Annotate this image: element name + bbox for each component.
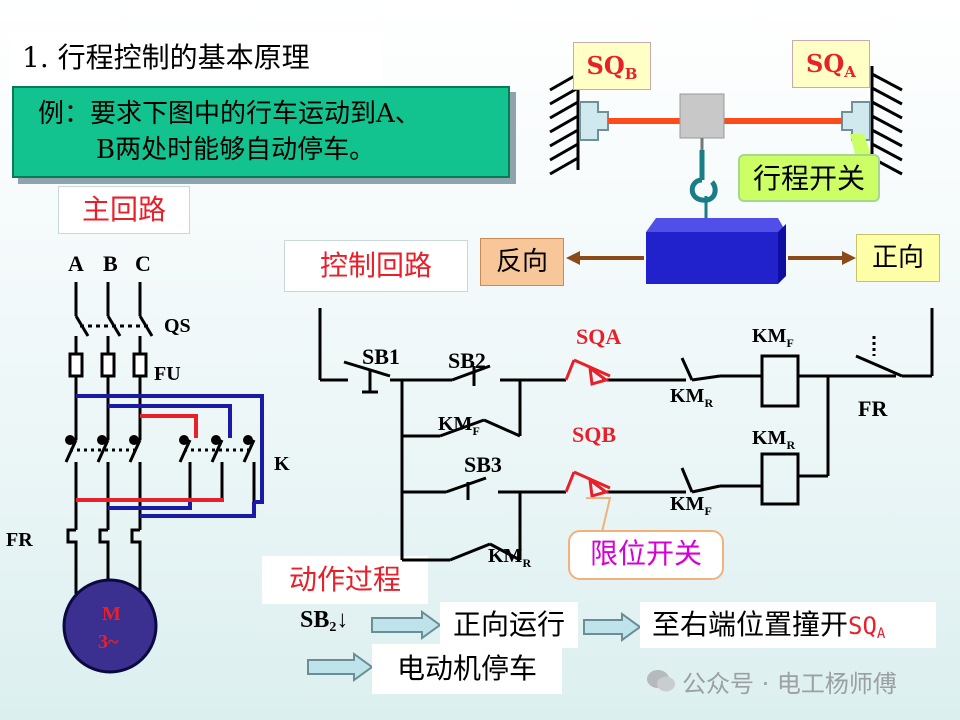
action-process-label: 动作过程: [262, 556, 428, 604]
control-loop-label: 控制回路: [284, 240, 468, 292]
km-r-nc-text: KM: [670, 385, 705, 407]
trolley: [679, 93, 725, 139]
forward-run-step: 正向运行: [440, 602, 578, 648]
km-r-hold-label: KMR: [488, 545, 531, 570]
limit-switch-label: 行程开关: [738, 154, 880, 202]
sqb-contact: [564, 470, 611, 498]
example-box: 例：要求下图中的行车运动到A、 B两处时能够自动停车。: [12, 86, 510, 178]
sqa-main: SQ: [806, 49, 845, 78]
km-r-hold-text: KM: [488, 545, 523, 567]
qs-label: QS: [164, 315, 191, 337]
hook-icon: [689, 150, 718, 203]
cart-side: [778, 224, 786, 284]
example-line-2: B两处时能够自动停车。: [96, 135, 376, 165]
limit-callout-line: [586, 497, 612, 533]
km-r-hold-sub: R: [522, 556, 531, 570]
forward-label: 正向: [856, 234, 940, 282]
km-r-nc-sub: R: [704, 396, 713, 410]
phase-c-label: C: [135, 251, 151, 276]
km-f-hold-text: KM: [438, 413, 473, 435]
process-arrow-1: [371, 610, 442, 640]
km-f-nc-sub: F: [704, 504, 711, 518]
km-f-coil-label: KMF: [752, 325, 794, 350]
limit-switch-box: 限位开关: [568, 530, 724, 580]
fr-elements: [66, 528, 142, 552]
to-right-step: 至右端位置撞开SQA: [640, 602, 936, 648]
km-f-hold-sub: F: [472, 424, 479, 438]
control-wires: [318, 308, 934, 562]
phase-a-label: A: [68, 251, 84, 276]
sqb-switch-shape: [579, 101, 609, 141]
fr-ctrl-label: FR: [858, 396, 888, 421]
reversing-wires: [76, 394, 264, 518]
process-arrow-3: [307, 652, 374, 682]
sqa-contact: [564, 358, 611, 386]
reverse-label: 反向: [480, 238, 564, 286]
sqa-sub: A: [844, 63, 856, 81]
km-f-nc-label: KMF: [670, 493, 712, 518]
fr-main-label: FR: [6, 529, 33, 551]
sqb-label: SQB: [573, 42, 651, 90]
km-f-hold-label: KMF: [438, 413, 480, 438]
km-r-main-label: KMR: [274, 453, 290, 477]
sb2-label: SB2: [448, 348, 486, 373]
phase-b-label: B: [103, 251, 118, 276]
sqa-label: SQA: [792, 40, 870, 88]
sb2-step-sub: 2: [329, 620, 337, 635]
cart-body: [646, 232, 778, 284]
reverse-arrow: [566, 251, 644, 265]
wechat-icon: [647, 670, 675, 692]
sqb-main: SQ: [586, 51, 625, 80]
watermark-text: 公众号 · 电工杨师傅: [682, 670, 897, 698]
main-wires: [64, 282, 256, 594]
km-f-nc-text: KM: [670, 493, 705, 515]
page-title: 1. 行程控制的基本原理: [10, 34, 382, 82]
motor-m-label: M: [102, 603, 121, 625]
example-line-1: 例：要求下图中的行车运动到A、: [38, 99, 421, 129]
fu-label: FU: [154, 363, 181, 385]
fuses: [68, 352, 148, 378]
to-right-text: 至右端位置撞开: [652, 608, 849, 641]
km-f-coil-sub: F: [786, 336, 793, 350]
to-right-sqa-sub: A: [876, 626, 886, 642]
km-r-nc-label: KMR: [670, 385, 713, 410]
limit-switch-callout: [850, 134, 872, 158]
to-right-sqa: SQ: [848, 612, 877, 640]
down-arrow-icon: ↓: [336, 607, 349, 633]
km-r-coil-text: KM: [752, 427, 787, 449]
km-r-coil-label: KMR: [752, 427, 795, 452]
motor-stop-step: 电动机停车: [372, 644, 562, 694]
process-arrow-2: [583, 612, 642, 642]
km-r-coil-sub: R: [786, 438, 795, 452]
main-circuit: A B C QS F: [6, 251, 290, 674]
sqb-sub: B: [624, 65, 638, 83]
sqb-ctrl-label: SQB: [572, 422, 616, 447]
sb3-label: SB3: [464, 452, 502, 477]
cart-top: [646, 218, 786, 232]
motor-3-label: 3~: [98, 631, 119, 653]
sqa-ctrl-label: SQA: [576, 324, 621, 349]
control-circuit: SB1 SB2 KMF SB3 KMR SQA SQB KMR KMF KMF …: [318, 308, 934, 570]
sb2-step: SB2↓: [300, 607, 348, 636]
contact-arcs: [65, 435, 253, 445]
sb1-label: SB1: [362, 344, 400, 369]
main-loop-label: 主回路: [58, 186, 190, 234]
motor-icon: [62, 578, 158, 674]
km-f-coil-text: KM: [752, 325, 787, 347]
crane-diagram: [549, 66, 903, 284]
km-r-main-text: KM: [274, 453, 290, 475]
forward-arrow: [788, 251, 856, 265]
sb2-step-main: SB: [300, 607, 330, 633]
